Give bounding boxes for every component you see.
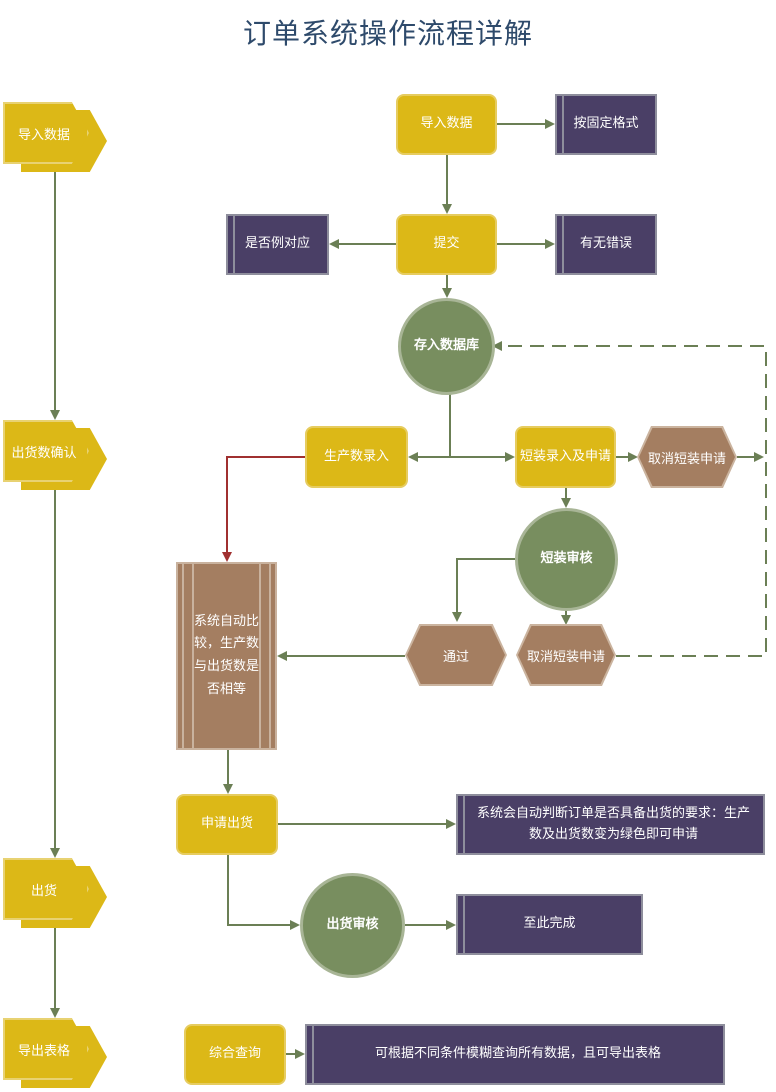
node-complete[interactable]: 至此完成 xyxy=(456,894,643,955)
node-short-review[interactable]: 短装审核 xyxy=(515,508,618,611)
lane-node-export[interactable]: 导出表格 xyxy=(3,1018,113,1090)
node-import[interactable]: 导入数据 xyxy=(396,94,497,155)
arrow-review-pass xyxy=(452,558,515,622)
lane-node-label: 出货 xyxy=(30,883,57,899)
lane-node-confirm[interactable]: 出货数确认 xyxy=(3,420,113,492)
node-production-entry[interactable]: 生产数录入 xyxy=(305,426,408,488)
lane-node-import[interactable]: 导入数据 xyxy=(3,102,113,174)
arrow-apply-review xyxy=(227,855,300,930)
node-errors[interactable]: 有无错误 xyxy=(555,214,657,275)
node-store-db[interactable]: 存入数据库 xyxy=(398,298,495,395)
node-query[interactable]: 综合查询 xyxy=(184,1024,286,1085)
node-fixed-format[interactable]: 按固定格式 xyxy=(555,94,657,155)
node-pass[interactable]: 通过 xyxy=(405,624,507,686)
lane-node-label: 导出表格 xyxy=(17,1043,70,1059)
node-ship-review[interactable]: 出货审核 xyxy=(300,873,405,978)
node-cancel-short-top[interactable]: 取消短装申请 xyxy=(637,426,737,488)
node-short-entry[interactable]: 短装录入及申请 xyxy=(515,426,616,488)
node-label: 通过 xyxy=(407,626,505,684)
node-match[interactable]: 是否例对应 xyxy=(226,214,329,275)
lane-node-ship[interactable]: 出货 xyxy=(3,858,113,930)
lane-node-label: 出货数确认 xyxy=(11,445,77,461)
node-apply-ship[interactable]: 申请出货 xyxy=(176,794,278,855)
lane-node-label: 导入数据 xyxy=(17,127,70,143)
node-query-note: 可根据不同条件模糊查询所有数据，且可导出表格 xyxy=(305,1024,725,1085)
node-auto-compare[interactable]: 系统自动比较，生产数与出货数是否相等 xyxy=(176,562,277,750)
node-submit[interactable]: 提交 xyxy=(396,214,497,275)
node-cancel-short-bottom[interactable]: 取消短装申请 xyxy=(516,624,616,686)
dashed-loop xyxy=(492,341,767,657)
node-label: 取消短装申请 xyxy=(639,428,735,486)
node-system-note: 系统会自动判断订单是否具备出货的要求：生产数及出货数变为绿色即可申请 xyxy=(456,794,765,855)
diagram-title: 订单系统操作流程详解 xyxy=(242,17,533,50)
arrow-production-compare xyxy=(222,456,305,562)
node-label: 取消短装申请 xyxy=(518,626,614,684)
